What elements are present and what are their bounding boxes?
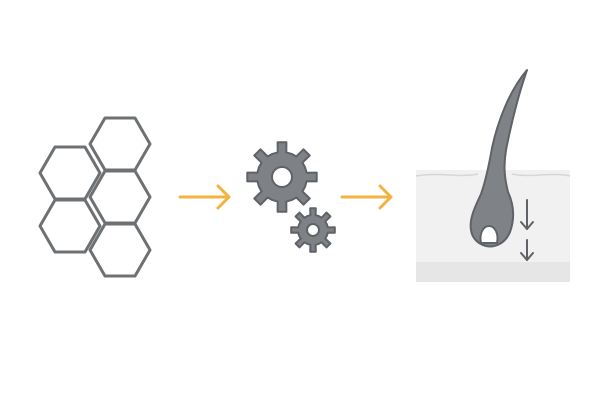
hair-bulb [479,224,499,244]
hair-shaft [469,69,528,248]
hexagon-cell [88,169,152,225]
hexagon-cell [38,198,102,254]
down-arrow-icon [520,239,534,261]
hexagon-cell [38,145,102,201]
gears-icon [246,141,336,253]
skin-surface-line [415,173,571,177]
small-gear-icon [290,207,336,253]
gear-hole [271,166,293,188]
down-arrow-icon [520,199,534,230]
hexagon-cell [88,116,152,172]
hexagon-cluster-icon [38,116,152,278]
large-gear-icon [246,141,318,213]
hexagon-cell [88,222,152,278]
right-arrow-icon [340,184,393,210]
skin-base-layer [416,262,570,282]
hair-follicle-icon [415,69,571,282]
right-arrow-icon [178,184,231,210]
gear-hole [306,223,320,237]
